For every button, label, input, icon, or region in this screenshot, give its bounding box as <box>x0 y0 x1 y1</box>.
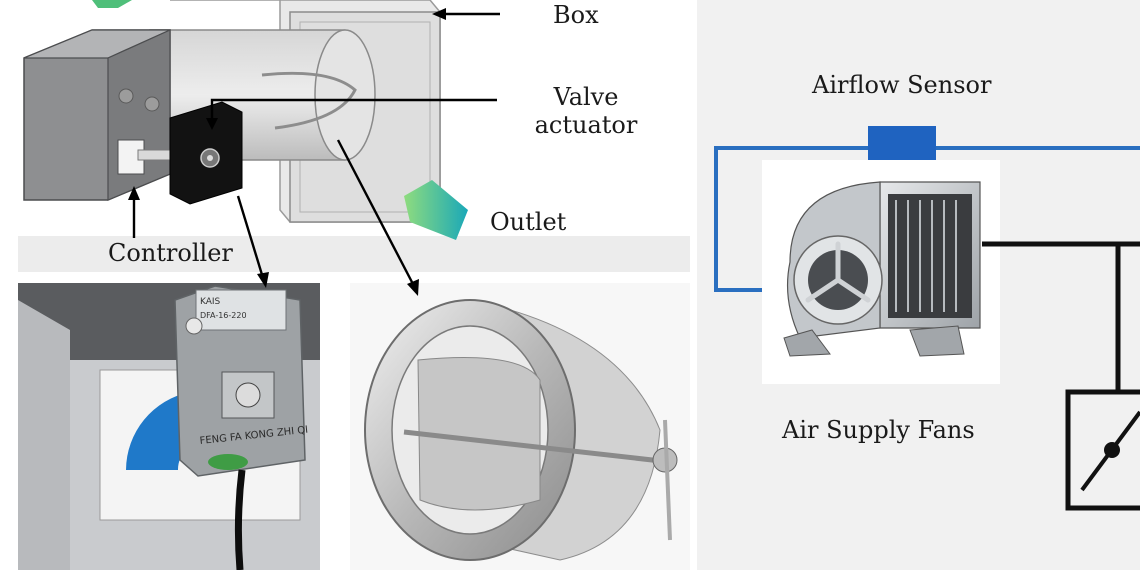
label-valve-line1: Valve <box>553 83 619 111</box>
damper-photo-content <box>364 299 678 561</box>
damper-pivot <box>1104 442 1120 458</box>
airflow-sensor-block <box>868 126 936 160</box>
actuator-model: DFA-16-220 <box>200 311 247 320</box>
label-air-supply-fans: Air Supply Fans <box>782 416 975 444</box>
label-valve-line2: actuator <box>534 110 638 139</box>
outlet-arrow <box>404 180 468 240</box>
label-outlet: Outlet <box>490 208 567 236</box>
label-airflow-sensor: Airflow Sensor <box>812 71 992 99</box>
damper-symbol <box>1065 389 1140 511</box>
illustration-floor-band <box>18 236 690 272</box>
label-pointers <box>128 8 500 296</box>
label-box: Box <box>553 1 599 29</box>
damper-shaft <box>403 429 671 465</box>
sensor-line-left <box>714 146 868 292</box>
label-controller: Controller <box>108 239 233 267</box>
label-valve-actuator: Valve actuator <box>526 83 646 139</box>
airflow-sensor-tube <box>261 71 357 130</box>
actuator-photo-content: KAIS DFA-16-220 FENG FA KONG ZHI QI <box>18 285 320 570</box>
fan-schematic <box>714 126 1140 511</box>
vav-box <box>23 0 468 240</box>
actuator-brand: KAIS <box>200 297 221 307</box>
actuator-cable <box>234 469 246 570</box>
